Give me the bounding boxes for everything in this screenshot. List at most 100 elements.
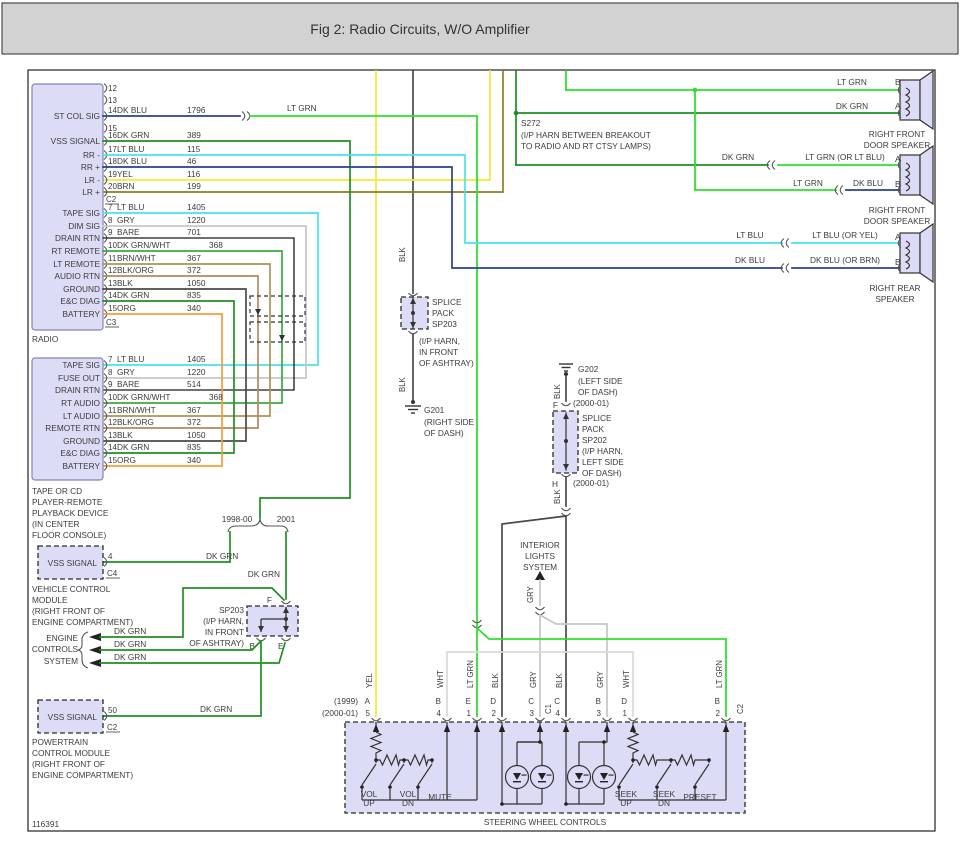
module-caption: (RIGHT FRONT OF xyxy=(32,606,105,616)
circuit-number: 340 xyxy=(187,303,201,313)
splice-location: (I/P HARN, xyxy=(419,336,460,346)
wire-lt-grn-spk2-b xyxy=(694,89,837,191)
system-caption: CONTROLS xyxy=(32,644,79,654)
arrow-left-icon xyxy=(89,633,101,641)
splice-pack-sp203-blk: BLK SPLICE PACK SP203 (I/P HARN, IN FRON… xyxy=(398,246,474,401)
wire-dk-grn-ecs-3 xyxy=(99,641,287,664)
wire-dk-grn-ecs-1 xyxy=(99,587,286,638)
arrow-left-icon xyxy=(89,659,101,667)
splice-label: SPLICE xyxy=(432,297,462,307)
system-caption: SYSTEM xyxy=(44,656,78,666)
pin-letter: D xyxy=(621,697,627,706)
pin-number: 12 xyxy=(108,266,117,275)
pin-label: RT AUDIO xyxy=(61,398,100,408)
wire-gry-swc-b3 xyxy=(538,613,608,717)
button-seek-up: UP xyxy=(620,798,632,808)
arrow-icon xyxy=(563,464,569,470)
speaker-caption: SPEAKER xyxy=(875,294,914,304)
pin-letter: E xyxy=(466,697,471,706)
inline-connector-box xyxy=(249,321,306,343)
wire-color-label: DK BLU (OR BRN) xyxy=(810,255,880,265)
system-caption: SYSTEM xyxy=(523,562,557,572)
pin-number: 1 xyxy=(467,709,472,718)
speaker-icon xyxy=(919,144,934,206)
circuit-number: 1220 xyxy=(187,367,206,377)
arrow-icon xyxy=(283,626,289,632)
wire-color-label: LT GRN xyxy=(715,660,724,688)
pin-number: 11 xyxy=(108,254,117,263)
pin-label: BATTERY xyxy=(63,461,101,471)
ground-label: G202 xyxy=(578,364,599,374)
terminal-letter: B xyxy=(895,179,901,189)
arrow-icon xyxy=(410,298,416,304)
pin-number: 9 xyxy=(108,380,113,389)
pin-label: DRAIN RTN xyxy=(55,233,100,243)
circuit-number: 367 xyxy=(187,253,201,263)
module-caption: VEHICLE CONTROL xyxy=(32,584,111,594)
g202-ground: G202 (LEFT SIDE OF DASH) xyxy=(559,363,623,397)
pin-letter: A xyxy=(365,697,371,706)
wire-color-label: DK GRN/WHT xyxy=(117,240,170,250)
engine-controls-system: ENGINE CONTROLS SYSTEM DK GRN DK GRN DK … xyxy=(32,587,287,669)
terminal-letter: A xyxy=(895,101,901,111)
splice-label: SP203 xyxy=(219,605,244,615)
powertrain-control-module: VSS SIGNAL 50 C2 DK GRN POWERTRAIN CONTR… xyxy=(32,699,232,780)
splice-label: SP202 xyxy=(582,435,607,445)
pin-number: 8 xyxy=(108,216,113,225)
wire-color-label: GRY xyxy=(529,670,538,688)
pin-letter: B xyxy=(715,697,720,706)
pin-label: REMOTE RTN xyxy=(45,423,100,433)
button-seek-up: SEEK xyxy=(615,789,638,799)
wire-color-label: LT GRN xyxy=(837,77,867,87)
splice-pack-sp203-grn: SP203 (I/P HARN, IN FRONT OF ASHTRAY) F … xyxy=(102,595,299,717)
module-caption: ENGINE COMPARTMENT) xyxy=(32,617,133,627)
pin-number: 20 xyxy=(108,182,117,191)
resistor-icon xyxy=(369,731,383,760)
circuit-number: 1220 xyxy=(187,215,206,225)
connector-label-c2: C2 xyxy=(106,195,117,204)
splice-label: IN FRONT xyxy=(205,627,244,637)
wire-color-label: LT BLU xyxy=(117,202,144,212)
radio-c2-wires: LT GRN xyxy=(102,103,901,717)
vehicle-control-module: VSS SIGNAL 4 C4 VEHICLE CONTROL MODULE (… xyxy=(32,545,133,627)
wire-color-label: BRN/WHT xyxy=(117,405,156,415)
circuit-number: 372 xyxy=(187,417,201,427)
pin-number: 4 xyxy=(556,709,561,718)
wire-color-label: DK GRN xyxy=(117,290,149,300)
wire-color-label: LT BLU xyxy=(117,354,144,364)
splice-pack-sp202: BLK F (2000-01) SPLICE PACK SP202 (I/P H… xyxy=(501,375,624,717)
pin-number: 13 xyxy=(108,279,117,288)
terminal-letter: F xyxy=(267,595,272,605)
wire-color-label: DK GRN xyxy=(206,551,238,561)
pin-label: GROUND xyxy=(63,436,100,446)
arrow-icon xyxy=(563,413,569,419)
wire-color-label: YEL xyxy=(117,169,133,179)
wire-color-label: GRY xyxy=(596,670,605,688)
splice-location: OF ASHTRAY) xyxy=(419,358,474,368)
resistor-icon xyxy=(376,753,404,768)
wire-color-label: BARE xyxy=(117,379,140,389)
splice-label: SP203 xyxy=(432,319,457,329)
page-title: Fig 2: Radio Circuits, W/O Amplifier xyxy=(310,21,530,37)
harness-verticals xyxy=(102,70,504,717)
splice-location: IN FRONT xyxy=(419,347,458,357)
wire-color-label: DK BLU xyxy=(853,178,883,188)
connector-label-c3: C3 xyxy=(106,318,117,327)
module-caption: ENGINE COMPARTMENT) xyxy=(32,770,133,780)
pin-number: 12 xyxy=(108,418,117,427)
terminal-letter: B xyxy=(249,641,255,651)
circuit-number: 372 xyxy=(187,265,201,275)
right-rear-speaker: LT BLU LT BLU (OR YEL) A DK BLU DK BLU (… xyxy=(735,222,934,304)
wire-color-label: LT BLU xyxy=(736,230,763,240)
pin-label: LT REMOTE xyxy=(53,259,100,269)
ground-label: (LEFT SIDE xyxy=(578,376,623,386)
terminal-letter: A xyxy=(895,232,901,242)
splice-dot xyxy=(513,110,519,116)
splice-label: (I/P HARN, xyxy=(203,616,244,626)
s272-label: (I/P HARN BETWEEN BREAKOUT xyxy=(521,130,651,140)
button-vol-dn: DN xyxy=(402,798,414,808)
wire-lt-blu-rr-minus xyxy=(102,154,783,244)
wire-color-label: DK GRN xyxy=(117,442,149,452)
connector-label-c2: C2 xyxy=(736,704,745,714)
